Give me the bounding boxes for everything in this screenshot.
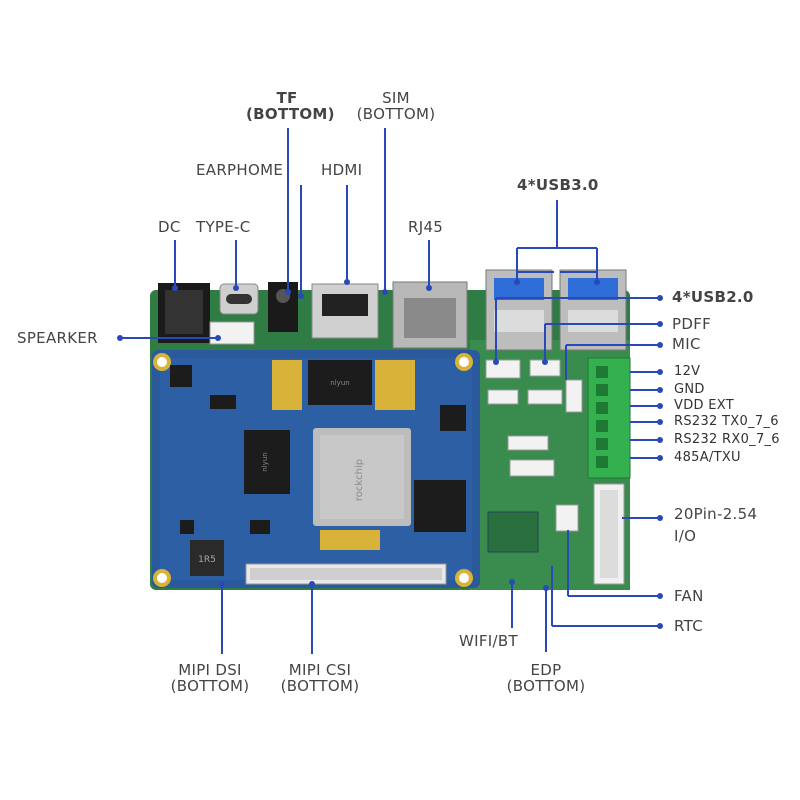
soc-chip-text: rockchip (354, 459, 365, 501)
memory-chip-2 (244, 430, 290, 494)
terminal-block (587, 357, 631, 479)
memory-chip-1 (308, 360, 372, 405)
inductor (190, 540, 224, 576)
label-edp: EDP (BOTTOM) (496, 661, 596, 695)
label-vdd-ext: VDD EXT (674, 398, 734, 413)
label-rj45: RJ45 (408, 218, 444, 236)
label-tf-line2: (BOTTOM) (246, 104, 335, 123)
label-rs232-rx: RS232 RX0_7_6 (674, 432, 780, 447)
speaker-connector (209, 321, 255, 345)
label-gnd: GND (674, 382, 705, 397)
label-sim-line1: SIM (382, 89, 410, 107)
label-rtc: RTC (674, 617, 703, 635)
label-hdmi: HDMI (321, 161, 363, 179)
label-tf: TF (BOTTOM) (246, 89, 335, 123)
label-usb20: 4*USB2.0 (672, 288, 754, 306)
label-sim: SIM (BOTTOM) (352, 89, 440, 123)
label-fan: FAN (674, 587, 704, 605)
leader-lines (117, 128, 663, 654)
label-edp-line2: (BOTTOM) (506, 676, 586, 695)
label-mic: MIC (672, 335, 701, 353)
memory-chip-1-text: nlyun (330, 379, 349, 387)
label-sim-line2: (BOTTOM) (356, 104, 436, 123)
label-speaker: SPEARKER (17, 329, 98, 347)
label-edp-line1: EDP (530, 661, 562, 679)
label-mipi-csi-line1: MIPI CSI (288, 661, 352, 679)
label-tf-line1: TF (276, 89, 298, 107)
memory-chip-2-text: nlyun (261, 452, 269, 471)
label-usb30: 4*USB3.0 (517, 176, 599, 194)
label-485: 485A/TXU (674, 450, 741, 465)
svg-text:1R5: 1R5 (198, 555, 216, 565)
label-pdff: PDFF (672, 315, 712, 333)
label-mipi-csi-line2: (BOTTOM) (280, 676, 360, 695)
label-rs232-tx: RS232 TX0_7_6 (674, 414, 779, 429)
label-12v: 12V (674, 364, 701, 379)
label-typec: TYPE-C (196, 218, 251, 236)
label-mipi-dsi-line2: (BOTTOM) (170, 676, 250, 695)
label-mipi-csi: MIPI CSI (BOTTOM) (270, 661, 370, 695)
label-20pin: 20Pin-2.54 I/O (674, 505, 758, 545)
label-earphome: EARPHOME (196, 161, 284, 179)
label-20pin-line1: 20Pin-2.54 (674, 505, 758, 523)
label-mipi-dsi: MIPI DSI (BOTTOM) (160, 661, 260, 695)
label-dc: DC (158, 218, 181, 236)
label-wifi-bt: WIFI/BT (459, 632, 518, 650)
label-20pin-line2: I/O (674, 526, 697, 545)
usb-stack-2 (559, 269, 627, 351)
label-mipi-dsi-line1: MIPI DSI (178, 661, 242, 679)
